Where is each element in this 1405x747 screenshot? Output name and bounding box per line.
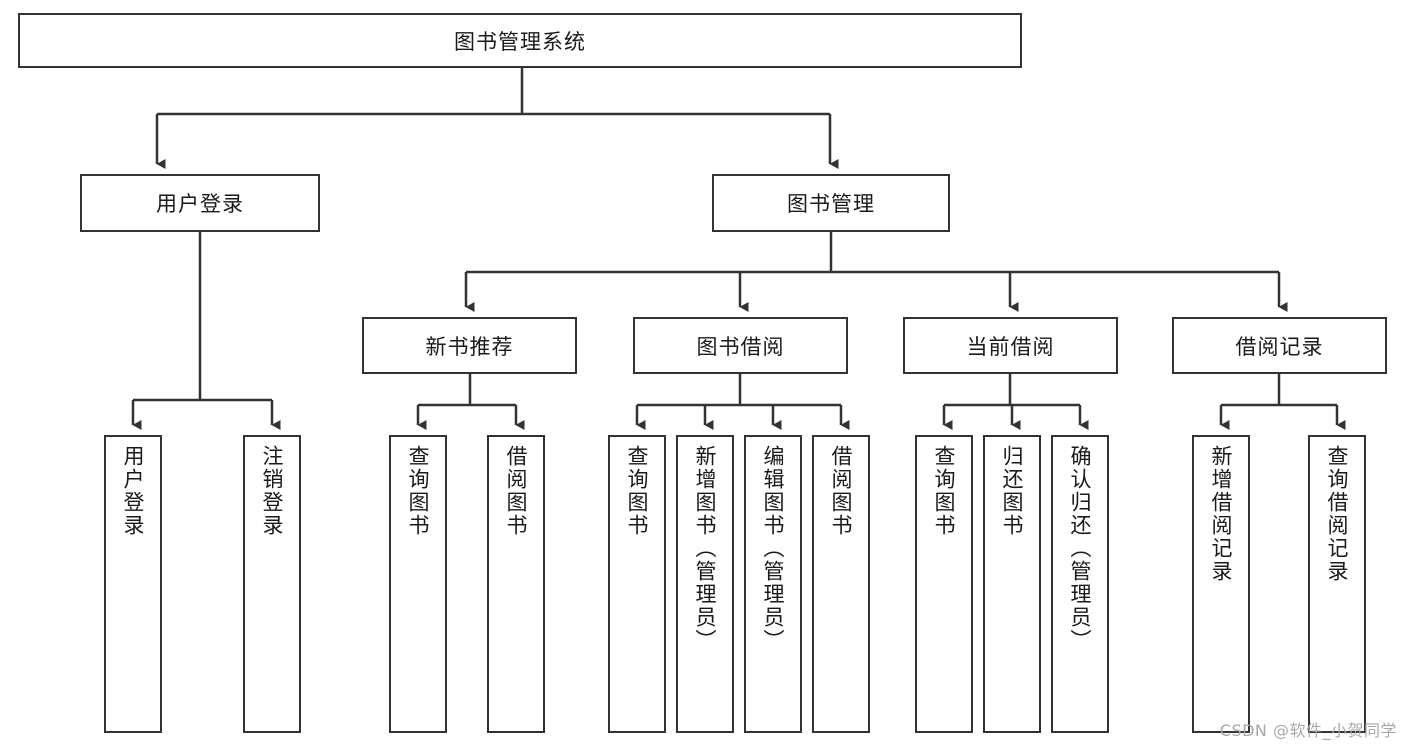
node-label: 确认归还（管理员） <box>1068 445 1093 652</box>
node-label: 图书管理 <box>787 192 875 216</box>
node-label: 注销登录 <box>260 445 285 537</box>
node-c_return[interactable]: 归还图书 <box>983 435 1041 733</box>
node-b_borrow[interactable]: 借阅图书 <box>812 435 870 733</box>
node-r_query[interactable]: 查询借阅记录 <box>1308 435 1366 733</box>
node-label: 借阅图书 <box>829 445 854 537</box>
node-current[interactable]: 当前借阅 <box>903 317 1118 374</box>
node-label: 归还图书 <box>1000 445 1025 537</box>
node-borrow[interactable]: 图书借阅 <box>633 317 848 374</box>
node-login[interactable]: 用户登录 <box>80 174 320 232</box>
node-label: 图书管理系统 <box>454 29 586 54</box>
node-label: 查询借阅记录 <box>1325 445 1350 583</box>
node-newbook[interactable]: 新书推荐 <box>362 317 577 374</box>
node-label: 查询图书 <box>932 445 957 537</box>
node-c_confirm[interactable]: 确认归还（管理员） <box>1051 435 1109 733</box>
node-b_add[interactable]: 新增图书（管理员） <box>676 435 734 733</box>
node-r_add[interactable]: 新增借阅记录 <box>1192 435 1250 733</box>
node-label: 借阅图书 <box>504 445 529 537</box>
node-label: 新增借阅记录 <box>1209 445 1234 583</box>
node-bookmgmt[interactable]: 图书管理 <box>712 174 950 232</box>
node-n_query[interactable]: 查询图书 <box>389 435 447 733</box>
node-label: 编辑图书（管理员） <box>761 445 786 652</box>
node-label: 新书推荐 <box>425 334 514 359</box>
node-label: 图书借阅 <box>696 334 785 359</box>
node-records[interactable]: 借阅记录 <box>1172 317 1387 374</box>
watermark-text: CSDN @软件_小贺同学 <box>1219 721 1397 740</box>
node-label: 用户登录 <box>121 445 146 537</box>
node-label: 当前借阅 <box>966 334 1055 359</box>
node-c_query[interactable]: 查询图书 <box>915 435 973 733</box>
node-root[interactable]: 图书管理系统 <box>18 13 1022 68</box>
node-label: 借阅记录 <box>1235 334 1324 359</box>
node-b_query[interactable]: 查询图书 <box>608 435 666 733</box>
node-n_borrow[interactable]: 借阅图书 <box>487 435 545 733</box>
node-b_edit[interactable]: 编辑图书（管理员） <box>744 435 802 733</box>
node-label: 用户登录 <box>156 192 244 216</box>
node-label: 查询图书 <box>625 445 650 537</box>
node-l_logout[interactable]: 注销登录 <box>243 435 301 733</box>
node-l_login[interactable]: 用户登录 <box>104 435 162 733</box>
node-label: 新增图书（管理员） <box>693 445 718 652</box>
node-label: 查询图书 <box>406 445 431 537</box>
